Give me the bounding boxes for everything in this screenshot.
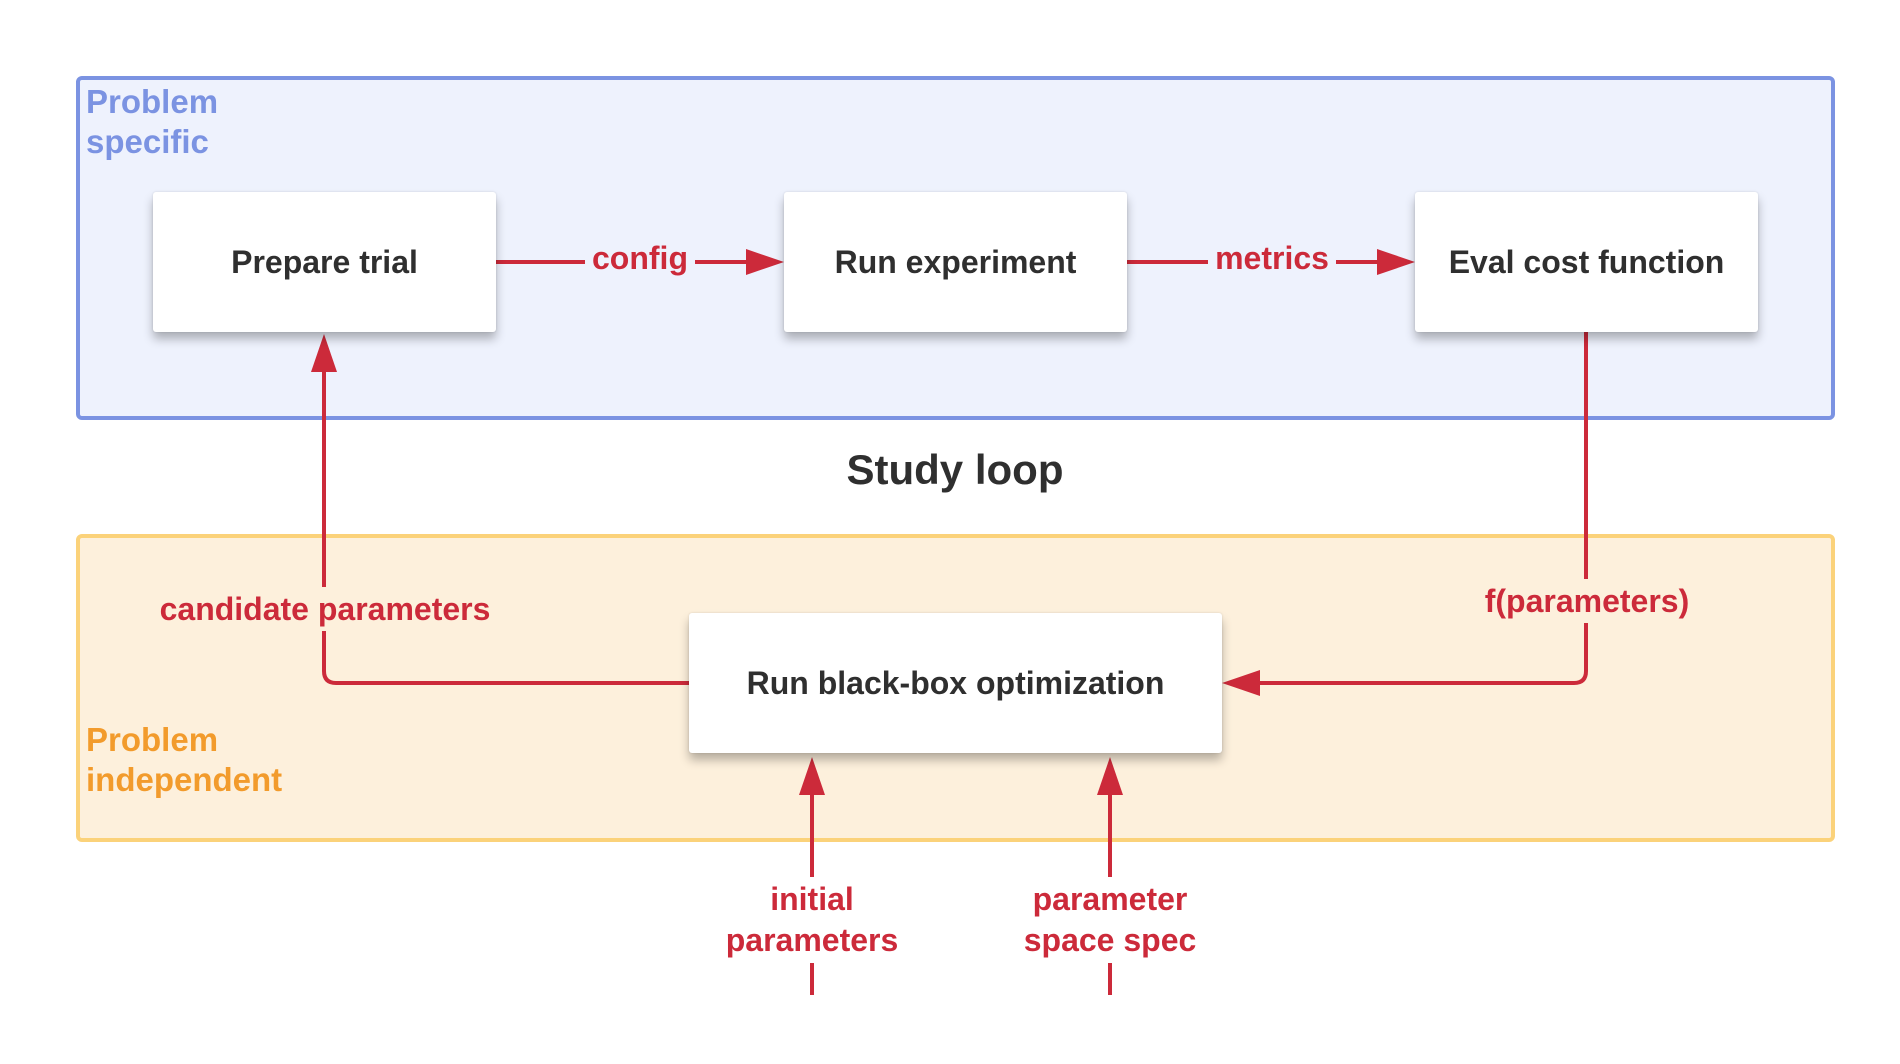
- arrowhead-parameter-space-spec: [1097, 757, 1123, 795]
- black-box-optimization-node: Run black-box optimization: [689, 613, 1222, 753]
- arrow-candidate-parameters: [322, 362, 689, 685]
- metrics-label: metrics: [1208, 236, 1336, 280]
- prepare-trial-node: Prepare trial: [153, 192, 496, 332]
- eval-cost-function-node: Eval cost function: [1415, 192, 1758, 332]
- problem-specific-label: Problem specific: [86, 83, 219, 160]
- config-label: config: [585, 236, 695, 280]
- arrowhead-candidate-parameters: [311, 334, 337, 372]
- problem-independent-label: Problem independent: [86, 721, 283, 798]
- run-experiment-node: Run experiment: [784, 192, 1127, 332]
- arrowhead-metrics: [1377, 249, 1415, 275]
- parameter-space-spec-label: parameter space spec: [1007, 877, 1213, 963]
- candidate-parameters-label: candidate parameters: [148, 587, 502, 631]
- arrow-f-parameters: [1251, 332, 1588, 685]
- f-parameters-label: f(parameters): [1474, 579, 1700, 623]
- study-loop-title: Study loop: [846, 446, 1064, 493]
- arrowhead-f-parameters: [1222, 670, 1260, 696]
- arrowhead-initial-parameters: [799, 757, 825, 795]
- arrowhead-config: [746, 249, 784, 275]
- initial-parameters-label: initial parameters: [712, 877, 912, 963]
